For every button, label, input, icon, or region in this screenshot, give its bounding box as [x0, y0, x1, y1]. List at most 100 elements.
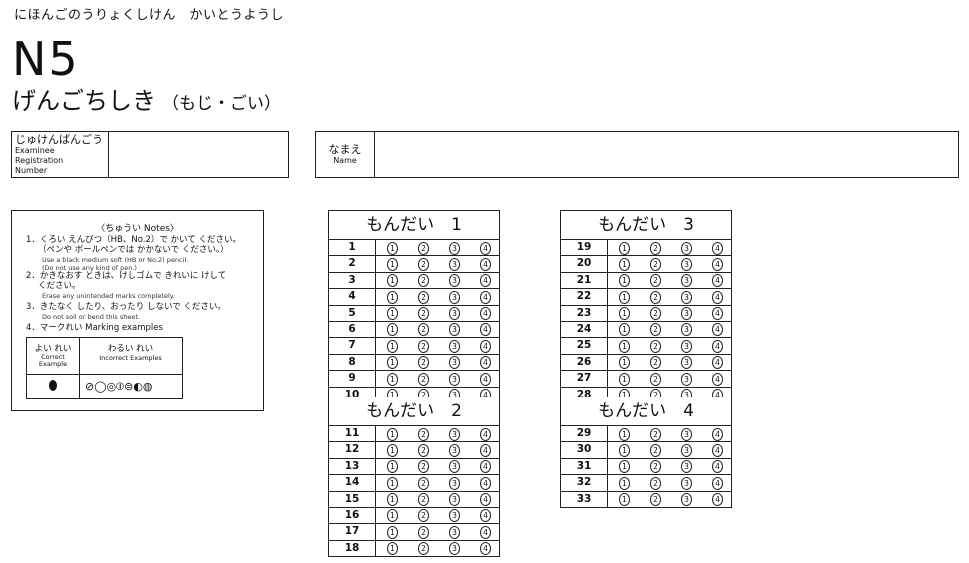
answer-bubble-4[interactable]: 4 [712, 307, 723, 321]
answer-bubble-2[interactable]: 2 [650, 443, 661, 457]
answer-bubble-2[interactable]: 2 [418, 427, 429, 441]
answer-bubble-4[interactable]: 4 [480, 476, 491, 490]
answer-bubble-4[interactable]: 4 [480, 372, 491, 386]
answer-bubble-1[interactable]: 1 [619, 274, 630, 288]
answer-bubble-2[interactable]: 2 [650, 427, 661, 441]
answer-bubble-4[interactable]: 4 [712, 257, 723, 271]
answer-bubble-2[interactable]: 2 [418, 356, 429, 370]
answer-bubble-2[interactable]: 2 [650, 460, 661, 474]
answer-bubble-2[interactable]: 2 [650, 241, 661, 255]
answer-bubble-1[interactable]: 1 [619, 290, 630, 304]
answer-bubble-3[interactable]: 3 [681, 339, 692, 353]
answer-bubble-2[interactable]: 2 [418, 493, 429, 507]
answer-bubble-2[interactable]: 2 [650, 257, 661, 271]
answer-bubble-2[interactable]: 2 [418, 323, 429, 337]
answer-bubble-4[interactable]: 4 [480, 427, 491, 441]
answer-bubble-2[interactable]: 2 [418, 525, 429, 539]
answer-bubble-2[interactable]: 2 [418, 339, 429, 353]
answer-bubble-4[interactable]: 4 [712, 290, 723, 304]
answer-bubble-3[interactable]: 3 [449, 323, 460, 337]
answer-bubble-2[interactable]: 2 [418, 509, 429, 523]
answer-bubble-4[interactable]: 4 [712, 356, 723, 370]
answer-bubble-3[interactable]: 3 [681, 307, 692, 321]
answer-bubble-2[interactable]: 2 [418, 460, 429, 474]
answer-bubble-1[interactable]: 1 [619, 307, 630, 321]
answer-bubble-2[interactable]: 2 [650, 290, 661, 304]
answer-bubble-3[interactable]: 3 [449, 542, 460, 556]
answer-bubble-4[interactable]: 4 [712, 493, 723, 507]
answer-bubble-1[interactable]: 1 [619, 323, 630, 337]
answer-bubble-4[interactable]: 4 [480, 339, 491, 353]
answer-bubble-2[interactable]: 2 [418, 443, 429, 457]
answer-bubble-3[interactable]: 3 [681, 427, 692, 441]
answer-bubble-3[interactable]: 3 [681, 290, 692, 304]
answer-bubble-3[interactable]: 3 [681, 323, 692, 337]
answer-bubble-3[interactable]: 3 [681, 443, 692, 457]
answer-bubble-2[interactable]: 2 [418, 542, 429, 556]
answer-bubble-3[interactable]: 3 [449, 257, 460, 271]
answer-bubble-2[interactable]: 2 [418, 274, 429, 288]
answer-bubble-3[interactable]: 3 [681, 274, 692, 288]
answer-bubble-3[interactable]: 3 [681, 241, 692, 255]
answer-bubble-1[interactable]: 1 [387, 525, 398, 539]
answer-bubble-2[interactable]: 2 [650, 493, 661, 507]
answer-bubble-4[interactable]: 4 [480, 525, 491, 539]
answer-bubble-4[interactable]: 4 [480, 290, 491, 304]
answer-bubble-2[interactable]: 2 [418, 307, 429, 321]
answer-bubble-3[interactable]: 3 [449, 509, 460, 523]
answer-bubble-2[interactable]: 2 [418, 290, 429, 304]
answer-bubble-1[interactable]: 1 [619, 427, 630, 441]
answer-bubble-4[interactable]: 4 [480, 460, 491, 474]
answer-bubble-4[interactable]: 4 [480, 356, 491, 370]
answer-bubble-1[interactable]: 1 [387, 307, 398, 321]
answer-bubble-2[interactable]: 2 [650, 356, 661, 370]
answer-bubble-1[interactable]: 1 [619, 241, 630, 255]
answer-bubble-3[interactable]: 3 [449, 274, 460, 288]
answer-bubble-1[interactable]: 1 [387, 339, 398, 353]
answer-bubble-1[interactable]: 1 [619, 356, 630, 370]
answer-bubble-2[interactable]: 2 [650, 339, 661, 353]
answer-bubble-4[interactable]: 4 [712, 274, 723, 288]
answer-bubble-4[interactable]: 4 [480, 274, 491, 288]
answer-bubble-1[interactable]: 1 [387, 274, 398, 288]
answer-bubble-4[interactable]: 4 [712, 241, 723, 255]
answer-bubble-3[interactable]: 3 [449, 525, 460, 539]
answer-bubble-3[interactable]: 3 [681, 356, 692, 370]
answer-bubble-1[interactable]: 1 [387, 257, 398, 271]
answer-bubble-4[interactable]: 4 [712, 372, 723, 386]
answer-bubble-1[interactable]: 1 [619, 493, 630, 507]
answer-bubble-1[interactable]: 1 [387, 460, 398, 474]
answer-bubble-2[interactable]: 2 [650, 476, 661, 490]
answer-bubble-2[interactable]: 2 [650, 307, 661, 321]
answer-bubble-1[interactable]: 1 [387, 509, 398, 523]
answer-bubble-2[interactable]: 2 [418, 372, 429, 386]
registration-number-field[interactable] [109, 132, 288, 177]
answer-bubble-1[interactable]: 1 [387, 476, 398, 490]
answer-bubble-4[interactable]: 4 [480, 241, 491, 255]
answer-bubble-3[interactable]: 3 [449, 307, 460, 321]
answer-bubble-4[interactable]: 4 [712, 443, 723, 457]
answer-bubble-3[interactable]: 3 [449, 290, 460, 304]
answer-bubble-3[interactable]: 3 [449, 460, 460, 474]
answer-bubble-1[interactable]: 1 [387, 493, 398, 507]
answer-bubble-3[interactable]: 3 [449, 241, 460, 255]
answer-bubble-1[interactable]: 1 [619, 372, 630, 386]
answer-bubble-3[interactable]: 3 [681, 460, 692, 474]
answer-bubble-4[interactable]: 4 [712, 460, 723, 474]
answer-bubble-3[interactable]: 3 [449, 443, 460, 457]
answer-bubble-3[interactable]: 3 [449, 372, 460, 386]
answer-bubble-4[interactable]: 4 [480, 443, 491, 457]
answer-bubble-4[interactable]: 4 [712, 476, 723, 490]
answer-bubble-2[interactable]: 2 [418, 257, 429, 271]
answer-bubble-3[interactable]: 3 [681, 257, 692, 271]
answer-bubble-3[interactable]: 3 [449, 427, 460, 441]
answer-bubble-4[interactable]: 4 [480, 323, 491, 337]
answer-bubble-3[interactable]: 3 [681, 493, 692, 507]
answer-bubble-4[interactable]: 4 [712, 339, 723, 353]
answer-bubble-4[interactable]: 4 [480, 493, 491, 507]
answer-bubble-3[interactable]: 3 [449, 339, 460, 353]
answer-bubble-1[interactable]: 1 [387, 356, 398, 370]
answer-bubble-1[interactable]: 1 [619, 443, 630, 457]
answer-bubble-4[interactable]: 4 [480, 307, 491, 321]
answer-bubble-2[interactable]: 2 [418, 476, 429, 490]
